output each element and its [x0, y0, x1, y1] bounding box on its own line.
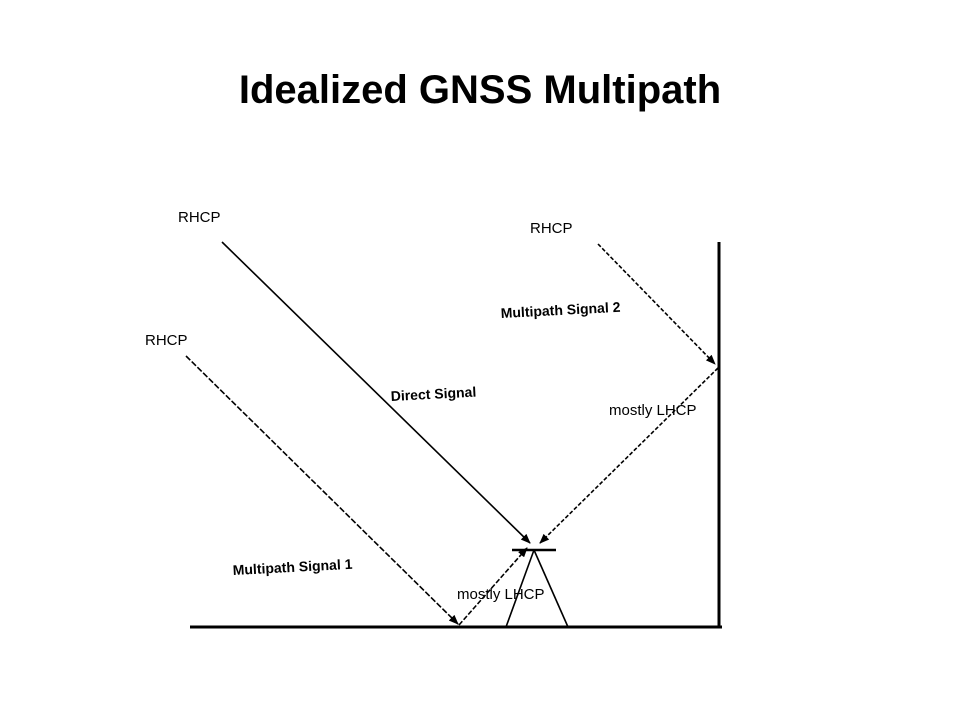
direct-signal-label: Direct Signal	[390, 384, 476, 404]
lhcp-label-ground: mostly LHCP	[457, 586, 545, 603]
rhcp-label-multipath1: RHCP	[145, 332, 188, 349]
lhcp-label-wall: mostly LHCP	[609, 402, 697, 419]
multipath2-incoming-ray	[597, 243, 716, 365]
direct-signal-ray	[221, 241, 531, 544]
multipath2-reflected-ray	[539, 367, 719, 544]
multipath1-reflected-ray	[458, 547, 528, 626]
rhcp-label-multipath2: RHCP	[530, 220, 573, 237]
antenna-icon	[505, 548, 569, 628]
slide-title: Idealized GNSS Multipath	[238, 68, 722, 112]
multipath2-signal-label: Multipath Signal 2	[500, 299, 621, 321]
multipath1-signal-label: Multipath Signal 1	[232, 556, 353, 578]
rhcp-label-direct: RHCP	[178, 209, 221, 226]
